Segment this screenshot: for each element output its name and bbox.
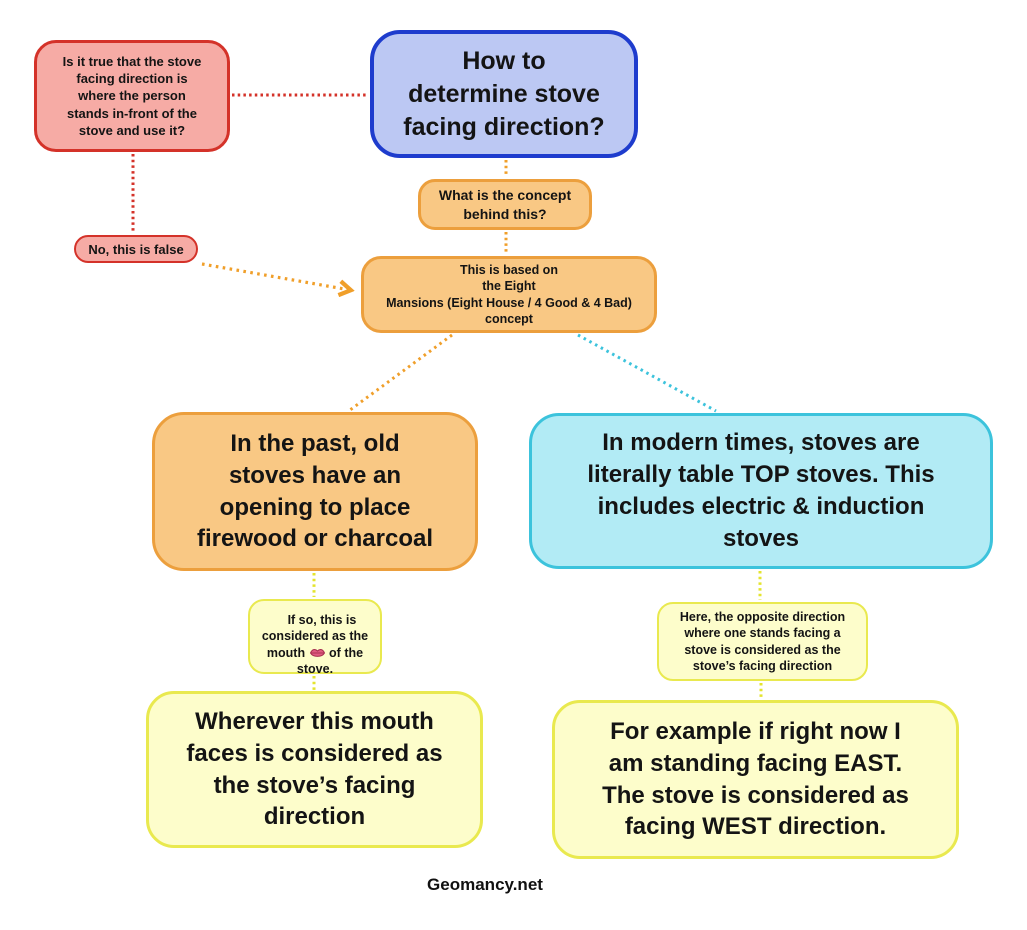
myth-answer-node: No, this is false bbox=[74, 235, 198, 263]
eight-mansions-concept-node: This is based on the Eight Mansions (Eig… bbox=[361, 256, 657, 333]
old-stove-node: In the past, old stoves have an opening … bbox=[152, 412, 478, 571]
title-node: How to determine stove facing direction? bbox=[370, 30, 638, 158]
connector-concept-past bbox=[349, 333, 453, 412]
myth-question-node: Is it true that the stove facing directi… bbox=[34, 40, 230, 152]
mouth-note-text-after: of the stove. bbox=[296, 645, 364, 676]
modern-stove-node: In modern times, stoves are literally ta… bbox=[529, 413, 993, 569]
footer-brand: Geomancy.net bbox=[427, 875, 543, 894]
connector-concept-modern bbox=[577, 333, 717, 413]
mouth-note-node: If so, this is considered as the mouth o… bbox=[248, 599, 382, 676]
opposite-note-node: Here, the opposite direction where one s… bbox=[657, 602, 868, 681]
connector-answer-concept-arrow bbox=[201, 262, 350, 290]
concept-question-node: What is the concept behind this? bbox=[418, 179, 592, 230]
lips-icon bbox=[309, 648, 325, 657]
mouth-direction-node: Wherever this mouth faces is considered … bbox=[146, 691, 483, 848]
example-node: For example if right now I am standing f… bbox=[552, 700, 959, 859]
mouth-note-text-before: If so, this is considered as the mouth bbox=[261, 613, 369, 660]
